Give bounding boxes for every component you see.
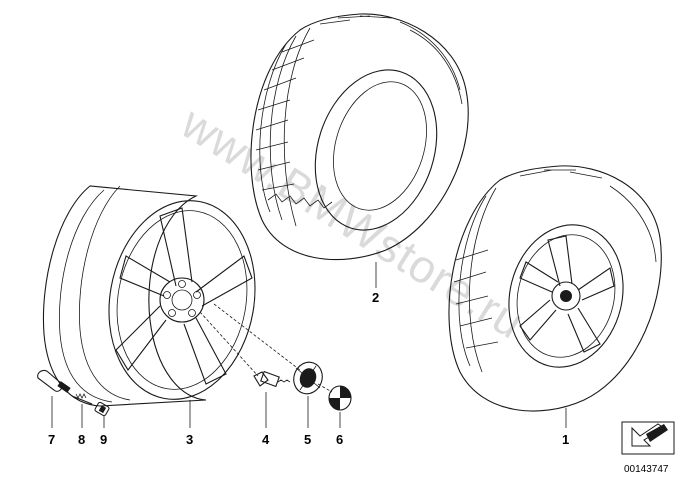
valve-insert-drawing — [71, 393, 93, 405]
emblem-drawing — [328, 385, 352, 411]
wheel-bolt-drawing — [253, 370, 291, 388]
callout-valve: 7 — [48, 432, 55, 447]
tire-drawing — [250, 13, 469, 260]
watermark: www.BMWstore.ru — [172, 96, 534, 349]
hub-cap-drawing — [293, 361, 323, 395]
complete-wheel-drawing — [448, 165, 662, 412]
callout-valve-cap: 9 — [100, 432, 107, 447]
callout-hub-cap: 5 — [304, 432, 311, 447]
callout-emblem: 6 — [336, 432, 343, 447]
rim-drawing — [42, 185, 256, 407]
callout-complete-wheel: 1 — [562, 432, 569, 447]
leader-lines — [51, 262, 567, 428]
callout-rim: 3 — [186, 432, 193, 447]
valve-drawing — [37, 369, 71, 393]
arrow-box-icon — [621, 421, 675, 455]
callout-labels: 1 2 3 4 5 6 7 8 9 — [48, 290, 569, 447]
callout-tire: 2 — [372, 290, 379, 305]
valve-cap-drawing — [94, 401, 110, 417]
callout-wheel-bolt: 4 — [262, 432, 270, 447]
callout-valve-insert: 8 — [78, 432, 85, 447]
document-number: 00143747 — [624, 464, 669, 475]
